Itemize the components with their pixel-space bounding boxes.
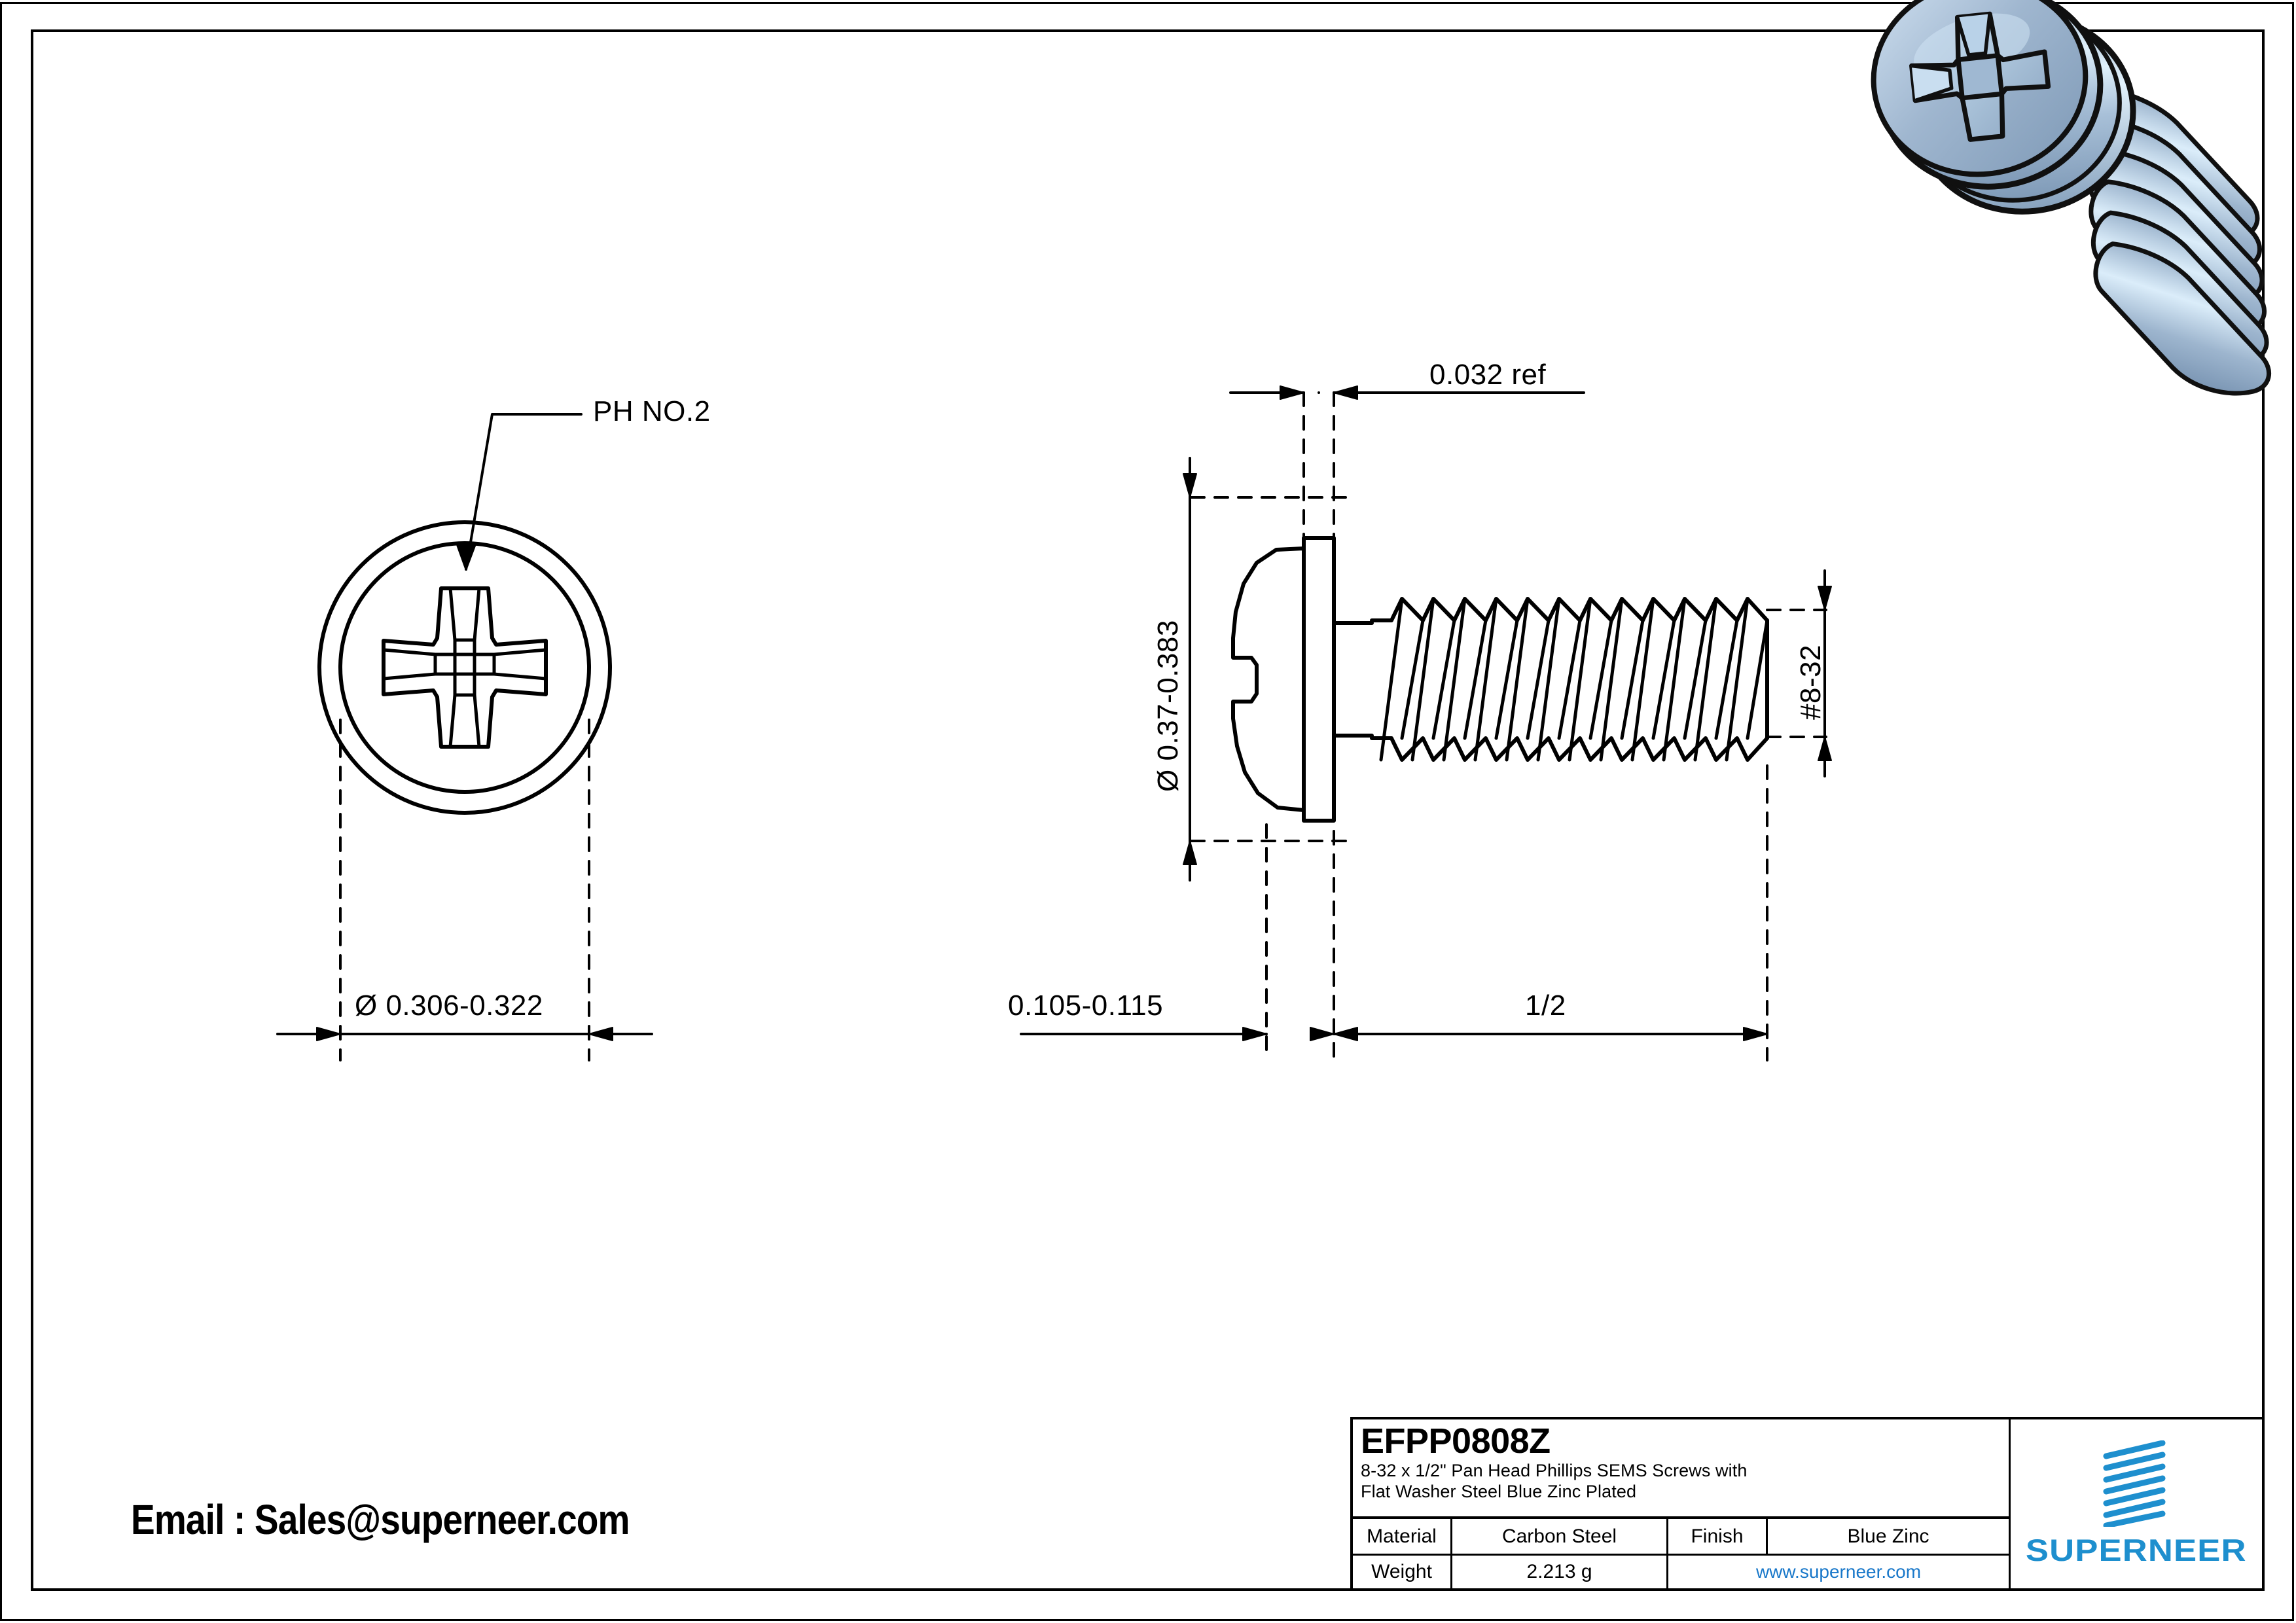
product-description-line1: 8-32 x 1/2" Pan Head Phillips SEMS Screw… [1361, 1461, 1748, 1480]
finish-value: Blue Zinc [1847, 1525, 1929, 1547]
superneer-logo-icon [2103, 1440, 2166, 1527]
website-link[interactable]: www.superneer.com [1755, 1561, 1922, 1582]
title-block-left: EFPP0808Z 8-32 x 1/2" Pan Head Phillips … [1353, 1419, 2011, 1588]
thread-length-dim: 1/2 [1525, 990, 1566, 1022]
email-contact-text: Email : Sales@superneer.com [131, 1496, 630, 1543]
brand-name: SUPERNEER [2026, 1532, 2247, 1567]
finish-label: Finish [1668, 1519, 1768, 1554]
ph-no2-label: PH NO.2 [593, 395, 711, 427]
title-block-description-cell: EFPP0808Z 8-32 x 1/2" Pan Head Phillips … [1353, 1419, 2009, 1519]
material-label: Material [1353, 1519, 1452, 1554]
washer-thickness-dim: 0.032 ref [1429, 359, 1547, 391]
weight-website-row: Weight 2.213 g www.superneer.com [1353, 1556, 2009, 1588]
product-description-line2: Flat Washer Steel Blue Zinc Plated [1361, 1482, 1637, 1501]
thread-spec-dim: #8-32 [1795, 644, 1827, 720]
material-value: Carbon Steel [1452, 1519, 1668, 1554]
head-diameter-dim: Ø 0.37-0.383 [1152, 620, 1184, 792]
end-view-diameter-dim: Ø 0.306-0.322 [355, 990, 543, 1022]
head-height-dim: 0.105-0.115 [1008, 990, 1164, 1022]
title-block: EFPP0808Z 8-32 x 1/2" Pan Head Phillips … [1350, 1417, 2265, 1591]
material-finish-row: Material Carbon Steel Finish Blue Zinc [1353, 1519, 2009, 1556]
sheet-inner-frame [31, 29, 2265, 1591]
brand-logo: SUPERNEER [2011, 1419, 2262, 1588]
weight-label: Weight [1353, 1556, 1452, 1588]
weight-value: 2.213 g [1452, 1556, 1668, 1588]
part-number: EFPP0808Z [1361, 1421, 1551, 1461]
